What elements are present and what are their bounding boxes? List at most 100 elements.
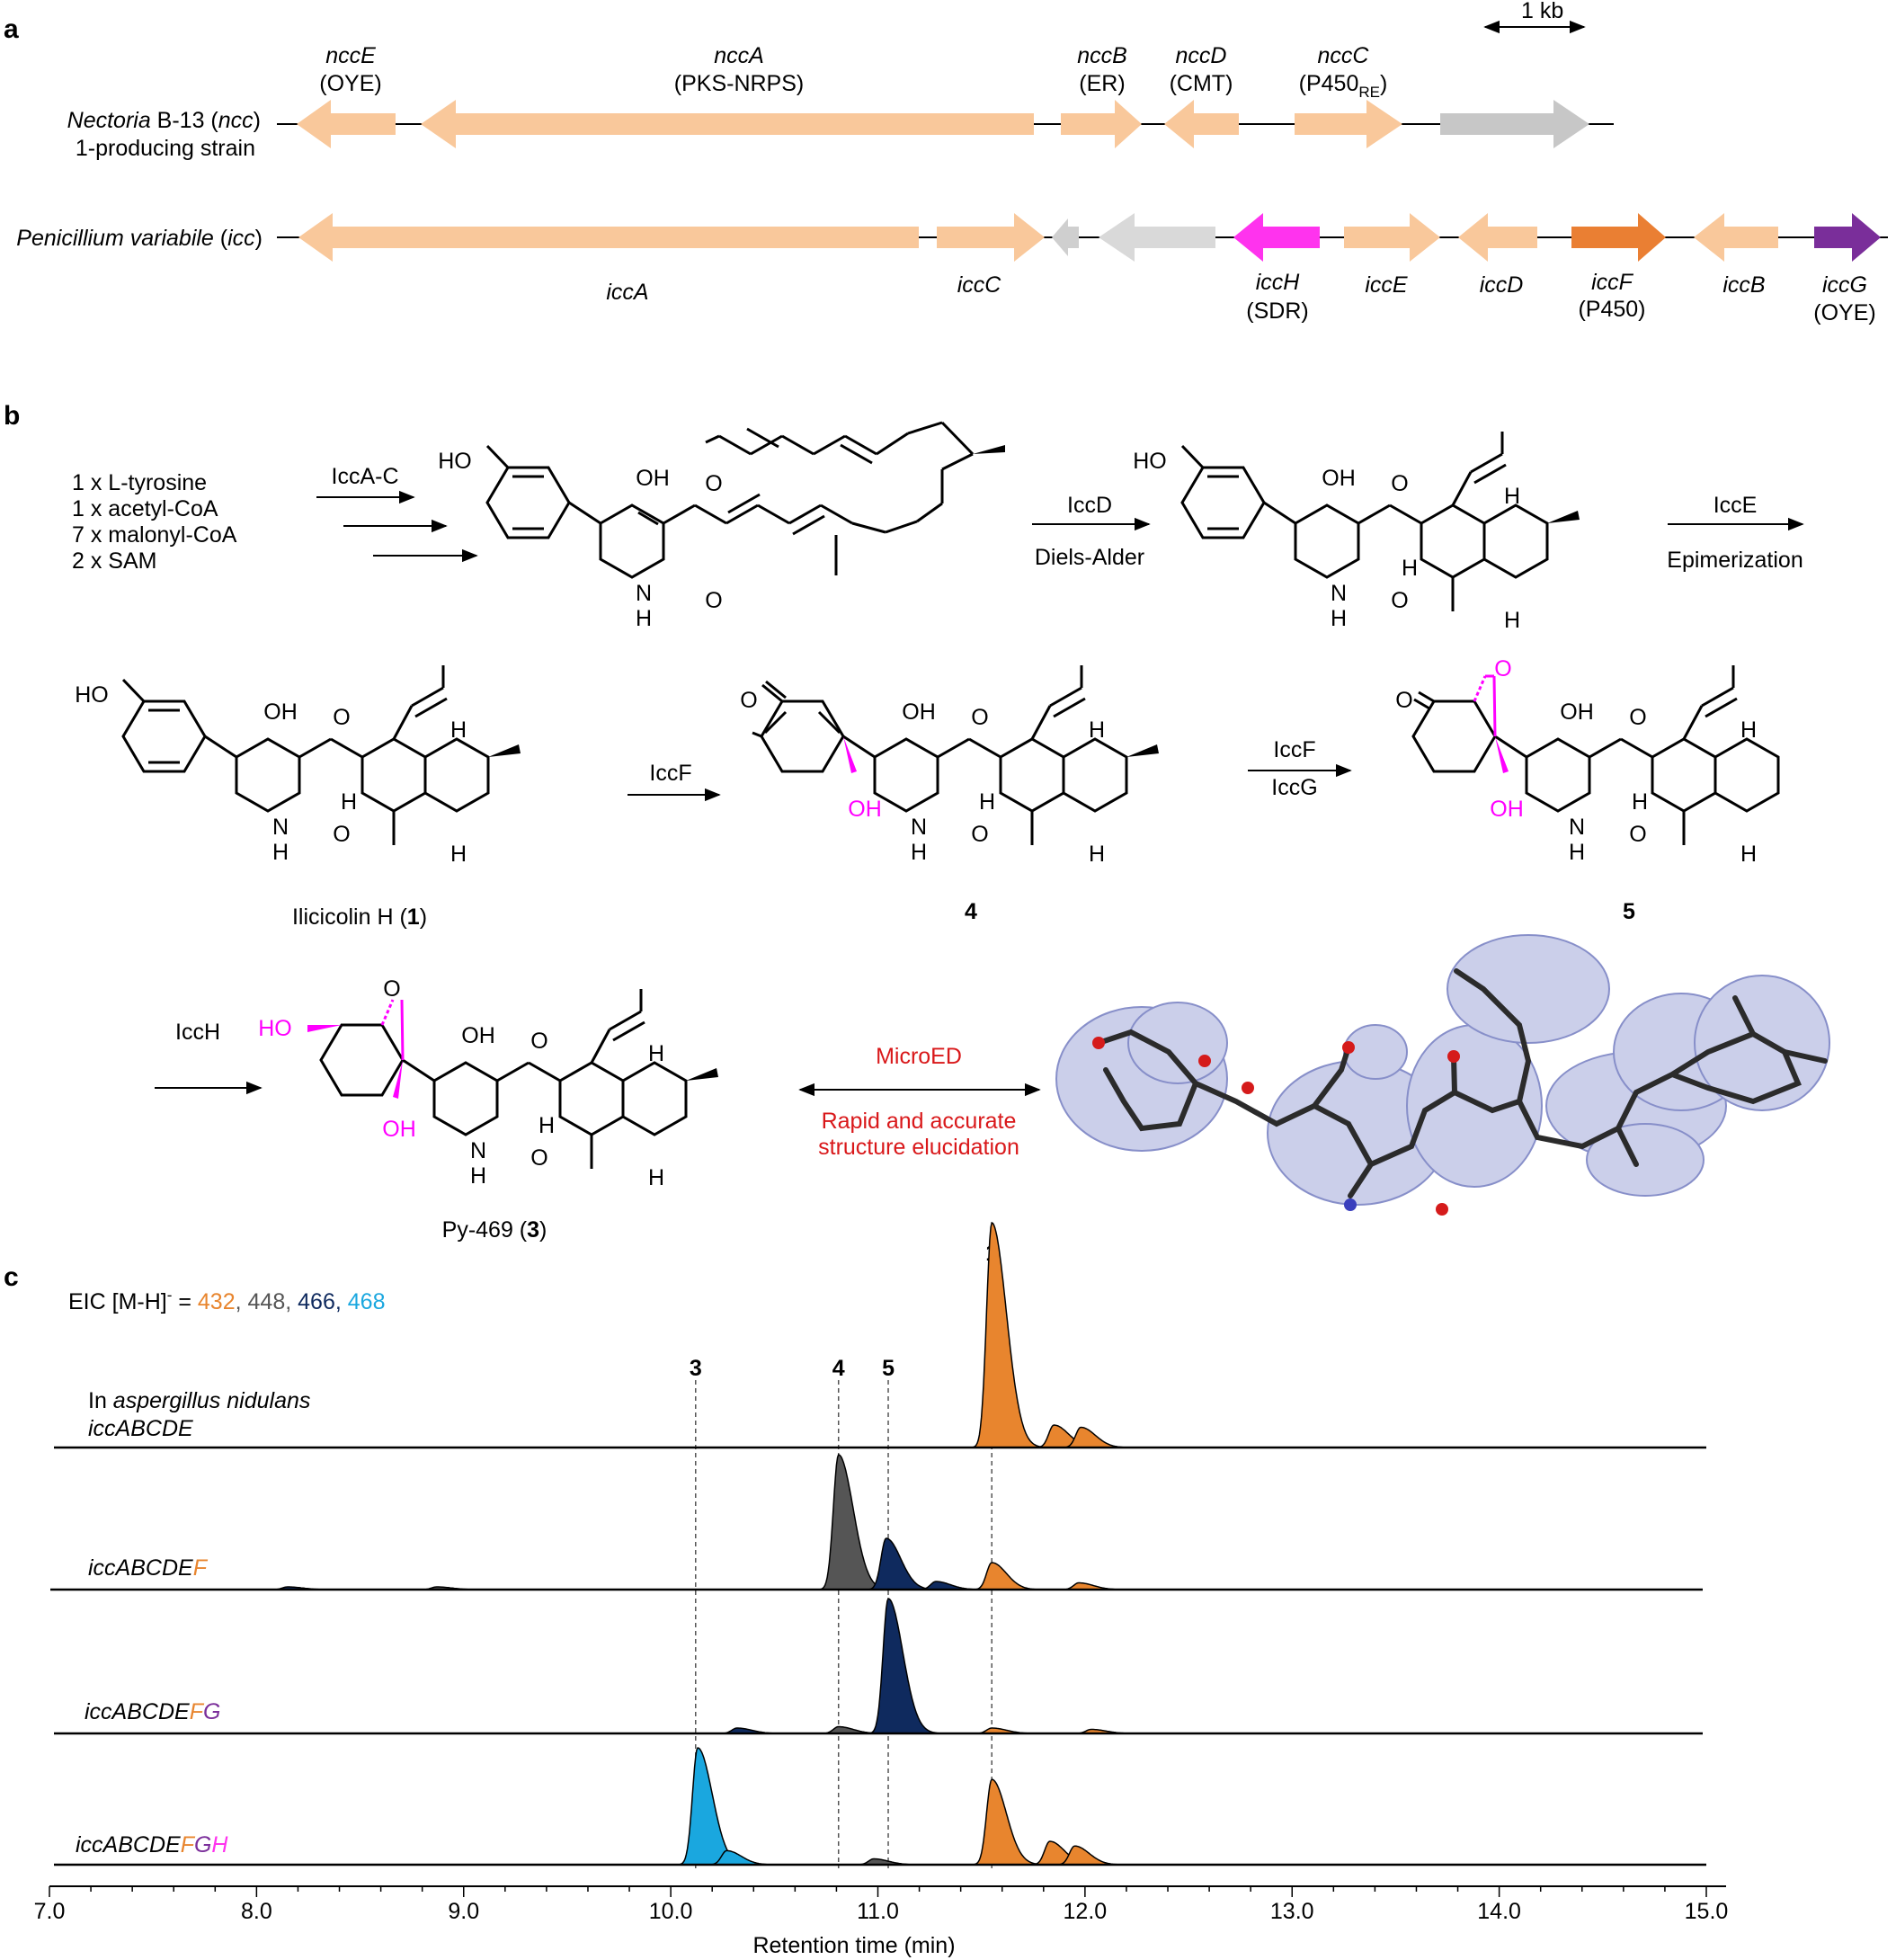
gene-arrow-nccC: [1295, 100, 1402, 148]
svg-text:H: H: [272, 840, 289, 865]
step-reaction-epimerization: Epimerization: [1667, 548, 1803, 573]
svg-text:O: O: [1391, 471, 1408, 496]
gene-arrow-nccB: [1061, 100, 1142, 148]
svg-text:H: H: [1740, 717, 1757, 743]
gene-arrow-iccH: [1233, 213, 1320, 262]
substrate-sam: 2 x SAM: [72, 548, 156, 574]
svg-text:H: H: [1089, 842, 1105, 867]
x-axis-title: Retention time (min): [752, 1933, 955, 1958]
track-label-1-line1: In aspergillus nidulans: [88, 1388, 310, 1413]
svg-text:H: H: [450, 717, 467, 743]
step-label-iccE: IccE: [1714, 493, 1758, 518]
x-tick-label-13.0: 13.0: [1270, 1899, 1314, 1924]
svg-text:N: N: [636, 581, 652, 606]
gene-arrow-iccC: [937, 213, 1045, 262]
svg-text:O: O: [530, 1029, 547, 1054]
peak-iccABCDEFG-0: [863, 1598, 967, 1734]
gene-label-nccB-function: (ER): [1079, 71, 1125, 96]
svg-text:HO: HO: [1133, 449, 1167, 474]
svg-text:OH: OH: [902, 699, 936, 725]
peak-label-4: 4: [832, 1356, 845, 1381]
trace-iccABCDE: [54, 1221, 1706, 1449]
step-label-iccF: IccF: [649, 761, 691, 786]
svg-text:N: N: [1331, 581, 1347, 606]
svg-text:N: N: [1569, 815, 1585, 840]
compound-label-5: 5: [1623, 899, 1635, 924]
chromatogram-chart: 34517.08.09.010.011.012.013.014.015.0: [34, 1221, 1728, 1924]
svg-text:H: H: [1402, 556, 1418, 581]
scale-bar: 1 kb: [1483, 0, 1586, 34]
gene-label-nccE: nccE: [325, 43, 376, 68]
svg-text:OH: OH: [263, 699, 298, 725]
peak-iccABCDEFGH-0: [672, 1747, 777, 1866]
svg-text:OH: OH: [636, 466, 670, 491]
structure-compound-5: O O OH OH O O N H H H H 5: [1395, 656, 1780, 924]
gene-label-iccH: iccH: [1256, 270, 1301, 295]
peak-iccABCDEF-3: [966, 1562, 1071, 1590]
step-label-iccG: IccG: [1271, 775, 1317, 800]
compound-label-4: 4: [965, 899, 977, 924]
gene-label-iccA: iccA: [606, 280, 648, 305]
svg-text:OH: OH: [1322, 466, 1356, 491]
structure-diels-alder-product: HO OH O O N H H H H: [1133, 432, 1580, 633]
svg-text:O: O: [971, 822, 988, 847]
step-reaction-diels-alder: Diels-Alder: [1035, 545, 1144, 570]
svg-text:O: O: [971, 705, 988, 730]
gene-arrow-iccD: [1458, 213, 1537, 262]
svg-text:H: H: [911, 840, 927, 865]
svg-text:H: H: [341, 789, 357, 815]
step-label-iccA-C: IccA-C: [332, 464, 399, 489]
microed-annotation: MicroED Rapid and accurate structure elu…: [798, 1044, 1041, 1160]
panel-a: a 1 kb Nectoria B-13 (ncc) 1-producing s…: [4, 0, 1888, 325]
svg-text:O: O: [740, 688, 757, 713]
trace-iccABCDEF: [50, 1454, 1703, 1591]
peak-iccABCDE-0: [966, 1221, 1071, 1448]
peak-label-5: 5: [882, 1356, 895, 1381]
gene-arrow-unknown-grey-1: [1052, 218, 1079, 256]
eic-legend: EIC [M-H]- = 432, 448, 466, 468: [68, 1287, 385, 1314]
svg-text:O: O: [705, 471, 722, 496]
svg-text:O: O: [383, 976, 400, 1002]
svg-text:H: H: [470, 1163, 486, 1189]
svg-text:O: O: [1391, 588, 1408, 613]
gene-label-nccA-function: (PKS-NRPS): [674, 71, 804, 96]
svg-text:O: O: [1395, 688, 1412, 713]
step-iccH: IccH: [155, 1020, 263, 1095]
gene-arrow-iccA: [298, 213, 919, 262]
icc-strain-name: Penicillium variabile (icc): [16, 226, 263, 251]
svg-text:N: N: [470, 1138, 486, 1163]
microed-caption-1: Rapid and accurate: [822, 1109, 1017, 1134]
step-iccE: IccE Epimerization: [1667, 493, 1804, 573]
track-labels: In aspergillus nidulans iccABCDE iccABCD…: [76, 1388, 310, 1858]
svg-text:O: O: [530, 1145, 547, 1171]
microed-caption-2: structure elucidation: [818, 1135, 1019, 1160]
svg-text:H: H: [1504, 484, 1520, 509]
x-tick-label-9.0: 9.0: [448, 1899, 479, 1924]
trace-iccABCDEFGH: [54, 1747, 1706, 1866]
panel-c: c EIC [M-H]- = 432, 448, 466, 468 In asp…: [4, 1221, 1728, 1958]
gene-label-nccC: nccC: [1318, 43, 1370, 68]
substrate-list: 1 x L-tyrosine 1 x acetyl-CoA 7 x malony…: [72, 470, 237, 574]
trace-iccABCDEFG: [54, 1598, 1703, 1735]
gene-arrow-iccF: [1571, 213, 1666, 262]
svg-text:OH: OH: [1490, 797, 1524, 822]
ncc-gene-labels: nccE (OYE) nccA (PKS-NRPS) nccB (ER) ncc…: [319, 43, 1387, 101]
svg-text:H: H: [1569, 840, 1585, 865]
svg-text:O: O: [1629, 705, 1646, 730]
svg-text:OH: OH: [382, 1117, 416, 1142]
svg-text:H: H: [450, 842, 467, 867]
gene-arrow-iccG: [1814, 213, 1881, 262]
gene-arrow-iccE: [1344, 213, 1440, 262]
gene-arrow-unknown-grey: [1440, 100, 1589, 148]
icc-gene-labels: iccA iccC iccH (SDR) iccE iccD iccF (P45…: [606, 270, 1875, 325]
svg-text:H: H: [648, 1165, 664, 1190]
step-iccF-iccG: IccF IccG: [1248, 737, 1352, 800]
track-label-1-line2: iccABCDE: [88, 1416, 193, 1441]
panel-b: b 1 x L-tyrosine 1 x acetyl-CoA 7 x malo…: [4, 401, 1830, 1243]
structure-py-469: HO O OH OH O O N H H H H Py-469 (3): [258, 976, 718, 1243]
gene-label-iccE: iccE: [1365, 272, 1408, 298]
step-iccD: IccD Diels-Alder: [1032, 493, 1151, 570]
gene-label-nccA: nccA: [714, 43, 764, 68]
legend-448: 448: [248, 1289, 286, 1314]
